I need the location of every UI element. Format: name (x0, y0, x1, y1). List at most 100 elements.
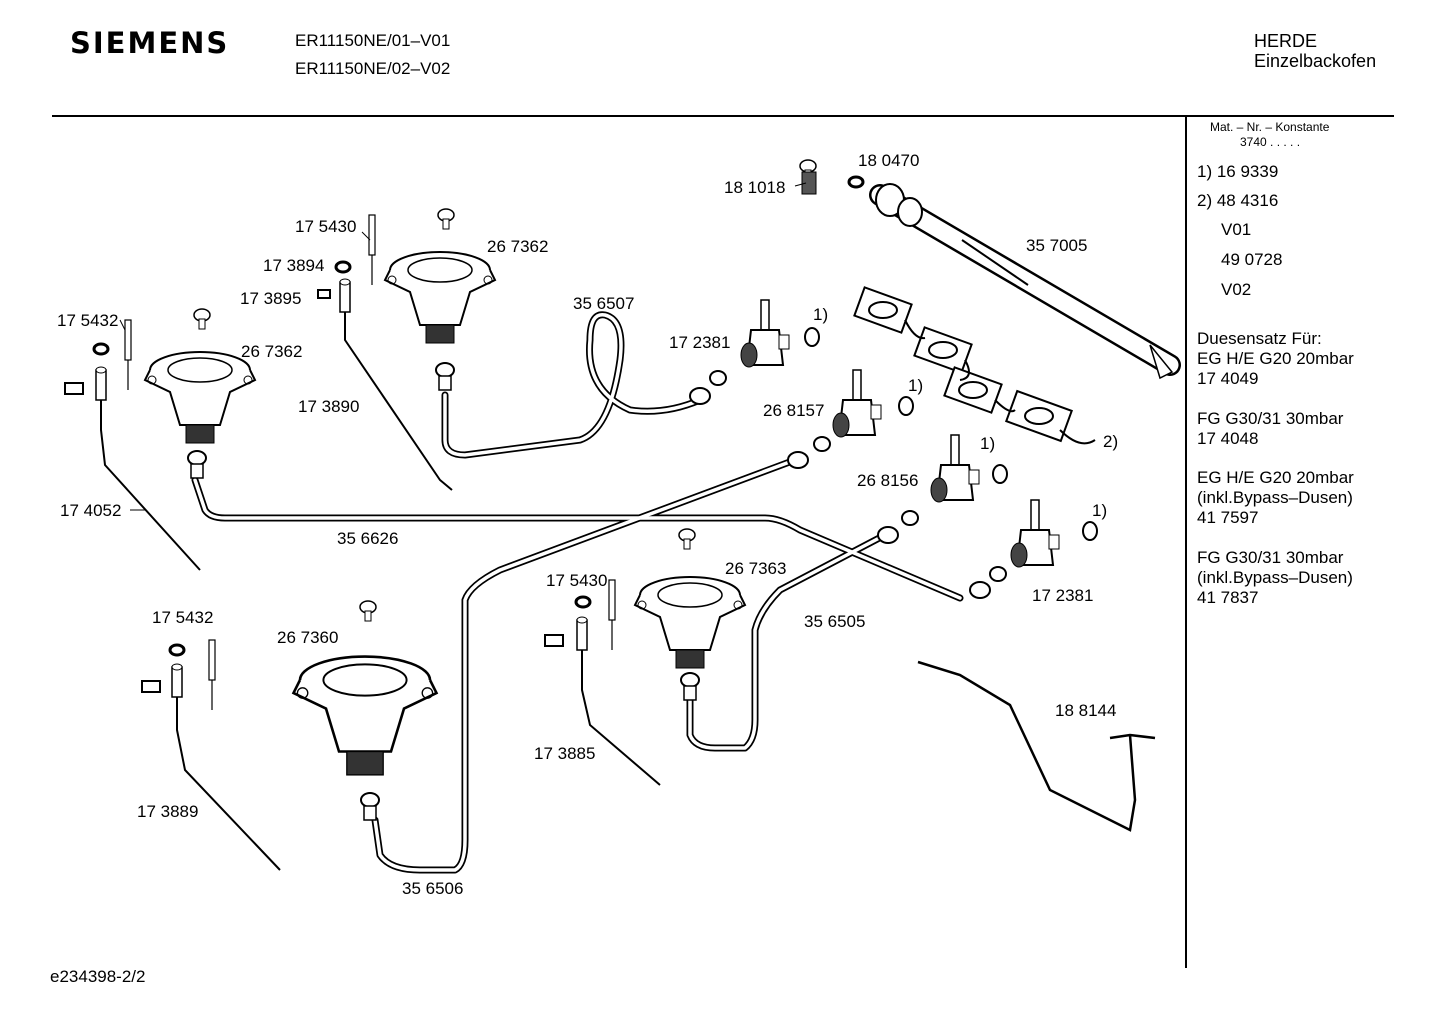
mat-header: Mat. – Nr. – Konstante (1210, 120, 1330, 134)
sidebar-item-v01: V01 (1221, 220, 1252, 239)
gas-rail-357005 (869, 183, 1181, 380)
part-label-357005: 35 7005 (1026, 236, 1088, 255)
gas-valve-268157 (832, 369, 882, 438)
screw-big (359, 600, 377, 622)
screw-mid (678, 528, 696, 550)
part-label-267362-left: 26 7362 (241, 342, 303, 361)
part-label-172381-a: 17 2381 (669, 333, 731, 352)
igniter-175430-mid (608, 579, 616, 651)
part-label-267362-top: 26 7362 (487, 237, 549, 256)
sidebar-divider (1185, 116, 1187, 968)
sidebar-item-2: 2) 48 4316 (1197, 191, 1279, 210)
screw-top (437, 208, 455, 230)
part-label-268157: 26 8157 (763, 401, 825, 420)
nozzle-set-1: Duesensatz Für: EG H/E G20 20mbar 17 404… (1197, 329, 1354, 389)
part-label-356507: 35 6507 (573, 294, 635, 313)
nozzle-set-4: FG G30/31 30mbar (inkl.Bypass–Dusen) 41 … (1197, 548, 1353, 608)
thermo-wire-174052 (100, 400, 201, 571)
igniter-175430-top (368, 214, 376, 286)
gas-valve-172381-b (1010, 499, 1060, 568)
thermo-wire-173889 (176, 697, 281, 871)
part-label-173889: 17 3889 (137, 802, 199, 821)
brand-logo: SIEMENS (70, 26, 230, 60)
nozzle-fitting-mid (680, 672, 700, 701)
thermocouple-bottom (171, 663, 183, 698)
burner-cup-267363 (634, 576, 746, 669)
nozzle-fitting-top (435, 362, 455, 391)
part-label-173885: 17 3885 (534, 744, 596, 763)
nozzle-set-2: FG G30/31 30mbar 17 4048 (1197, 409, 1343, 449)
part-label-173890: 17 3890 (298, 397, 360, 416)
nozzle-set-3-line1: EG H/E G20 20mbar (1197, 468, 1354, 487)
nozzle-set-4-line3: 41 7837 (1197, 588, 1259, 607)
document-id: e234398-2/2 (50, 967, 146, 986)
burner-cup-267362-left (144, 351, 256, 444)
burner-cup-267360 (292, 655, 438, 777)
ignition-cable-188144 (917, 660, 1156, 832)
part-label-356626: 35 6626 (337, 529, 399, 548)
category-title: HERDE (1254, 31, 1318, 51)
screw-left (193, 308, 211, 330)
pipe-356507 (441, 311, 704, 459)
nozzle-set-1-line3: 17 4049 (1197, 369, 1259, 388)
header-divider (52, 115, 1394, 117)
nozzle-set-1-line2: EG H/E G20 20mbar (1197, 349, 1354, 368)
part-label-175432-left: 17 5432 (57, 311, 119, 330)
nozzle-set-3-line2: (inkl.Bypass–Dusen) (1197, 488, 1353, 507)
part-label-173894: 17 3894 (263, 256, 325, 275)
model-number-1: ER11150NE/01–V01 (295, 31, 451, 50)
washer-173894 (334, 260, 352, 274)
part-label-175430-top: 17 5430 (295, 217, 357, 236)
washer-left (92, 342, 110, 356)
nozzle-fitting-left (187, 450, 207, 479)
part-label-356506: 35 6506 (402, 879, 464, 898)
nozzle-set-3: EG H/E G20 20mbar (inkl.Bypass–Dusen) 41… (1197, 468, 1354, 528)
part-label-175432-bottom: 17 5432 (152, 608, 214, 627)
clip-173895 (317, 289, 331, 299)
switch-chain-484316 (853, 286, 1096, 445)
part-label-172381-b: 17 2381 (1032, 586, 1094, 605)
ref-label-1d: 1) (1092, 501, 1108, 520)
sidebar-item-1: 1) 16 9339 (1197, 162, 1279, 181)
part-label-175430-mid: 17 5430 (546, 571, 608, 590)
seal-washer-180470 (847, 175, 865, 189)
part-label-356505: 35 6505 (804, 612, 866, 631)
nozzle-set-4-line1: FG G30/31 30mbar (1197, 548, 1344, 567)
pipe-356505 (686, 531, 889, 752)
part-label-188144: 18 8144 (1055, 701, 1117, 720)
model-number-2: ER11150NE/02–V02 (295, 59, 451, 78)
sidebar-item-490728: 49 0728 (1221, 250, 1283, 269)
gas-valve-268156 (930, 434, 980, 503)
washer-mid (574, 595, 592, 609)
thermo-wire-173885 (581, 650, 661, 786)
part-label-173895: 17 3895 (240, 289, 302, 308)
part-label-267360: 26 7360 (277, 628, 339, 647)
mat-value: 3740 . . . . . (1240, 135, 1301, 149)
nozzle-set-1-line1: Duesensatz Für: (1197, 329, 1322, 348)
ref-label-1b: 1) (908, 376, 924, 395)
gas-valve-172381-a (740, 299, 790, 368)
nozzle-set-2-line2: 17 4048 (1197, 429, 1259, 448)
category-subtitle: Einzelbackofen (1254, 51, 1377, 71)
ref-label-1a: 1) (813, 305, 829, 324)
nozzle-set-4-line2: (inkl.Bypass–Dusen) (1197, 568, 1353, 587)
part-label-267363: 26 7363 (725, 559, 787, 578)
thermocouple-top (339, 278, 351, 313)
burner-cup-267362-top (384, 251, 496, 344)
washer-bottom (168, 643, 186, 657)
part-label-174052: 17 4052 (60, 501, 122, 520)
nozzle-set-2-line1: FG G30/31 30mbar (1197, 409, 1344, 428)
thermo-wire-173890 (344, 312, 453, 491)
part-label-268156: 26 8156 (857, 471, 919, 490)
igniter-175432-bottom (208, 639, 216, 711)
sidebar-item-v02: V02 (1221, 280, 1252, 299)
part-label-180470: 18 0470 (858, 151, 920, 170)
part-label-181018: 18 1018 (724, 178, 786, 197)
thermocouple-left (95, 366, 107, 401)
nozzle-set-3-line3: 41 7597 (1197, 508, 1259, 527)
nozzle-fitting-big (360, 792, 380, 821)
ref-label-1c: 1) (980, 434, 996, 453)
thermocouple-mid (576, 616, 588, 651)
ref-label-2: 2) (1103, 432, 1119, 451)
